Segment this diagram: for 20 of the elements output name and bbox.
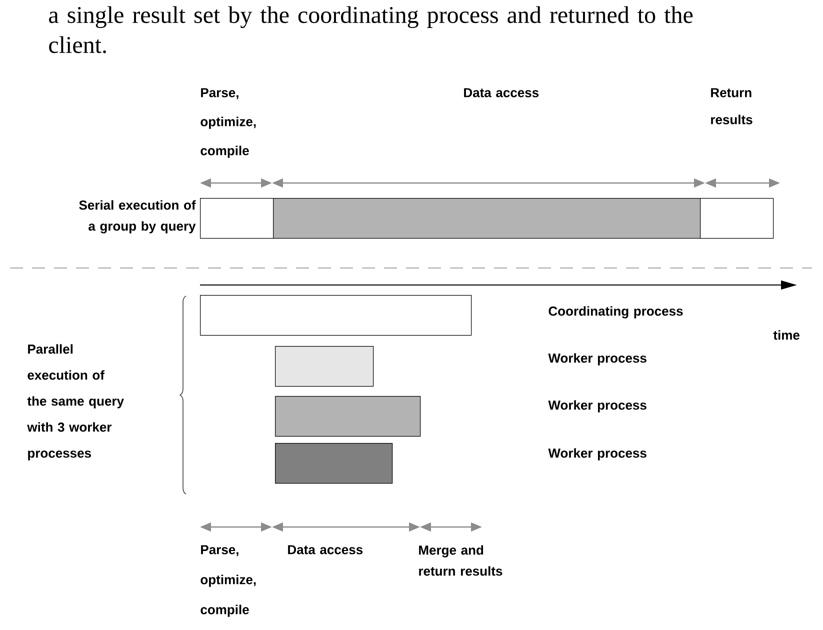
text-label: Coordinating process xyxy=(548,306,683,318)
process-bar xyxy=(200,295,472,336)
text-label: Worker process xyxy=(548,448,646,460)
process-bar xyxy=(700,198,774,239)
text-label: Merge and return results xyxy=(419,545,502,576)
text-label: Worker process xyxy=(548,353,646,366)
process-bar xyxy=(275,443,393,484)
text-label: Parse, optimize, compile xyxy=(200,545,256,617)
text-label: Worker process xyxy=(548,400,646,412)
text-label: time xyxy=(773,330,800,340)
process-bar xyxy=(200,198,274,239)
process-bar xyxy=(273,198,701,239)
process-bar xyxy=(275,346,374,387)
text-label: Parallel execution of the same query with 3 worker processes xyxy=(27,344,124,460)
text-label: Return results xyxy=(711,88,752,124)
text-label: Parse, optimize, compile xyxy=(200,88,256,158)
process-bar xyxy=(275,396,421,437)
text-label: Data access xyxy=(288,545,363,554)
body-text: a single result set by the coordinating process and returned to the client. xyxy=(49,6,693,54)
text-label: Data access xyxy=(464,88,539,98)
